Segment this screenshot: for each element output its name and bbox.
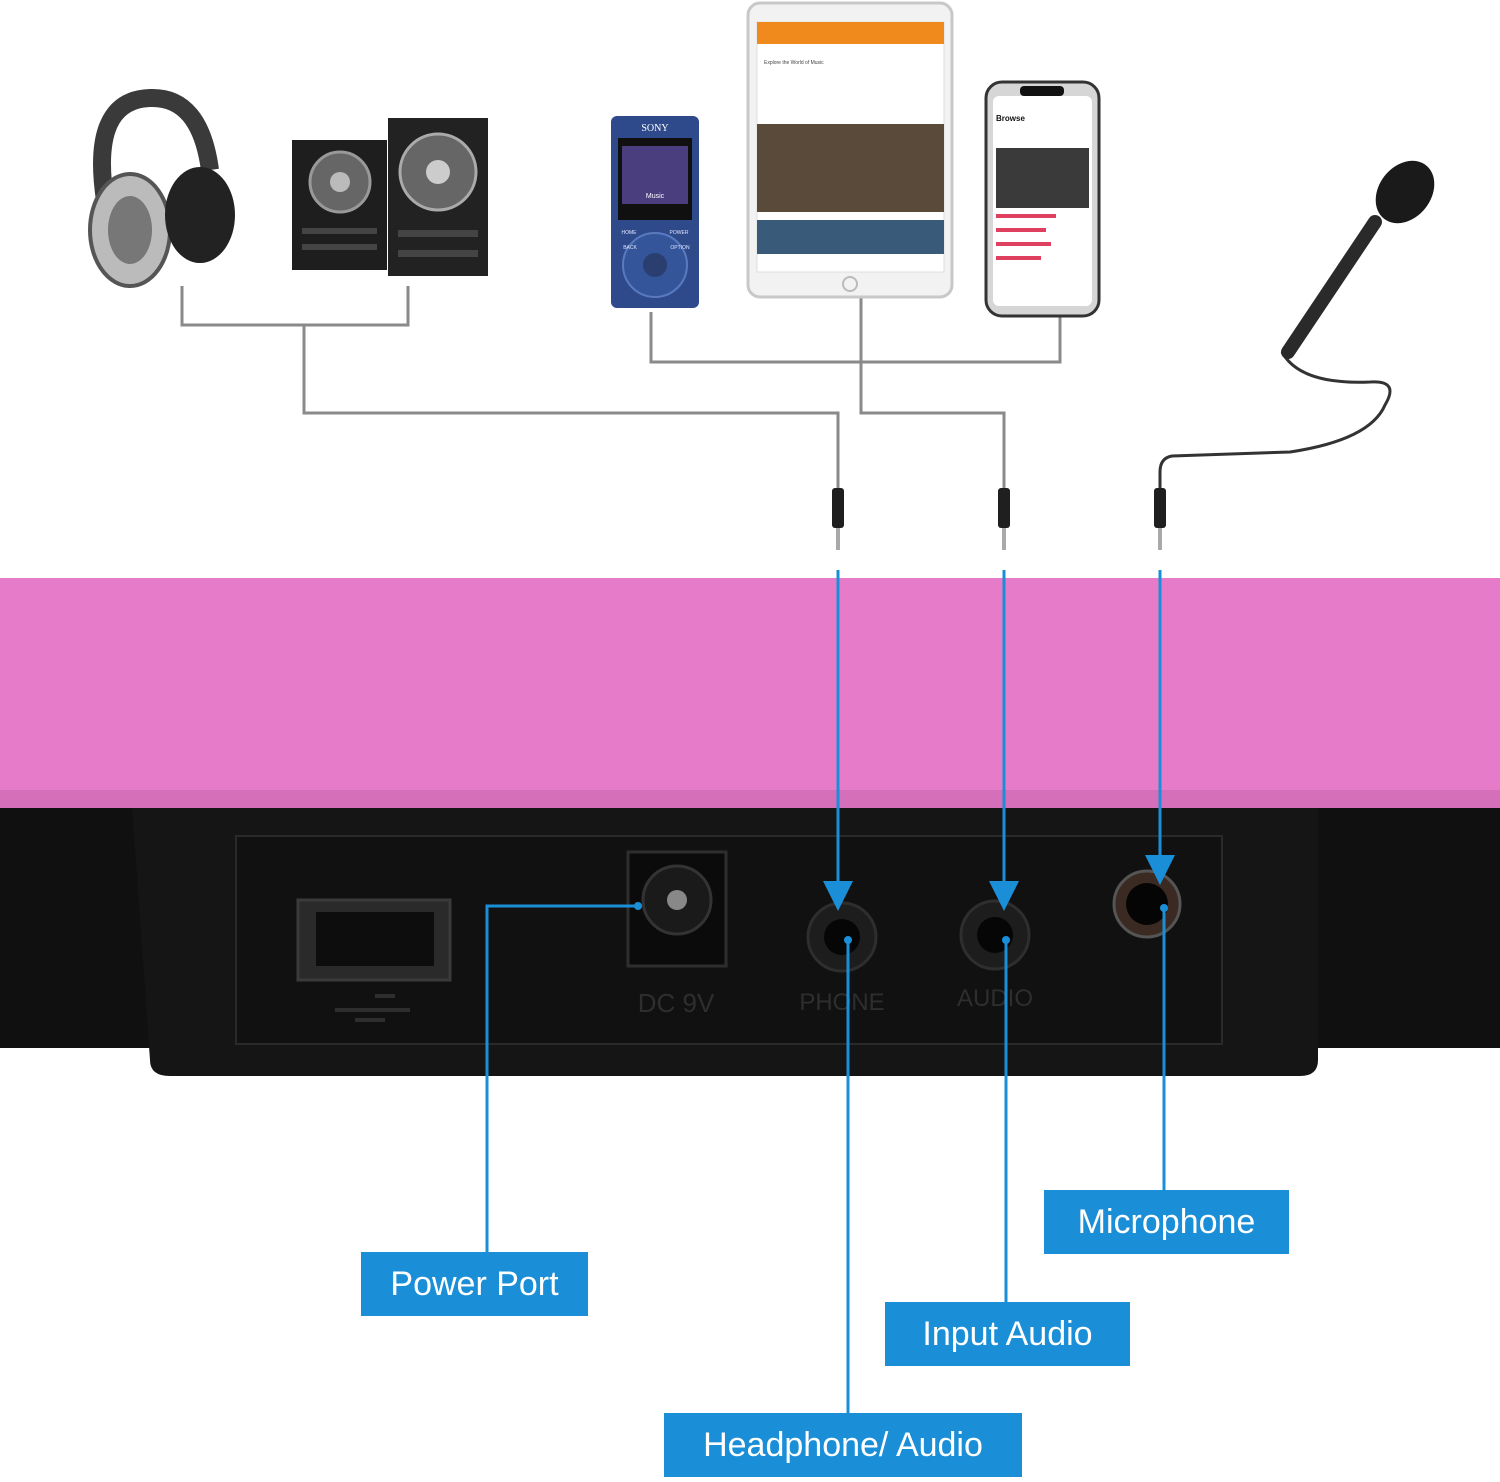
- phone-label: PHONE: [799, 989, 884, 1016]
- player-option-label: OPTION: [670, 245, 690, 251]
- music-player-icon: [611, 116, 699, 308]
- mic-plug: [1154, 488, 1166, 550]
- keyboard-top: [0, 578, 1500, 808]
- keyboard-edge-shadow: [0, 790, 1500, 808]
- microphone-cable: [1158, 351, 1392, 488]
- usb-icon: [335, 994, 410, 1022]
- phone-jack: [806, 901, 878, 973]
- phone-plug: [832, 488, 844, 550]
- callout-dots: [634, 902, 1168, 944]
- dc-jack: [626, 850, 728, 968]
- player-screen-label: Music: [646, 193, 665, 200]
- input-audio-label: Input Audio: [885, 1302, 1130, 1366]
- audio-jack: [959, 899, 1031, 971]
- player-power-label: POWER: [670, 230, 689, 236]
- player-home-label: HOME: [622, 230, 638, 236]
- blue-arrows: [823, 570, 1175, 911]
- player-back-label: BACK: [623, 245, 637, 251]
- headphones-icon: [88, 89, 235, 288]
- tablet-heading: Explore the World of Music: [764, 60, 824, 66]
- speakers-icon: [292, 118, 488, 276]
- usb-port: [296, 898, 452, 982]
- player-brand: SONY: [641, 123, 668, 134]
- port-panel-recess: [235, 835, 1223, 1045]
- power-port-label: Power Port: [361, 1252, 588, 1316]
- callout-lines: [485, 904, 1166, 1413]
- phone-heading: Browse: [996, 114, 1025, 123]
- mic-jack: [1112, 869, 1182, 939]
- audio-plug: [998, 488, 1010, 550]
- dc-label: DC 9V: [638, 988, 715, 1018]
- smartphone-icon: [984, 80, 1101, 318]
- audio-label: AUDIO: [957, 985, 1033, 1012]
- microphone-label: Microphone: [1044, 1190, 1289, 1254]
- tablet-icon: [746, 1, 954, 299]
- connector-lines: [180, 286, 1062, 488]
- headphone-audio-label: Headphone/ Audio: [664, 1413, 1022, 1477]
- microphone-icon: [1281, 160, 1435, 359]
